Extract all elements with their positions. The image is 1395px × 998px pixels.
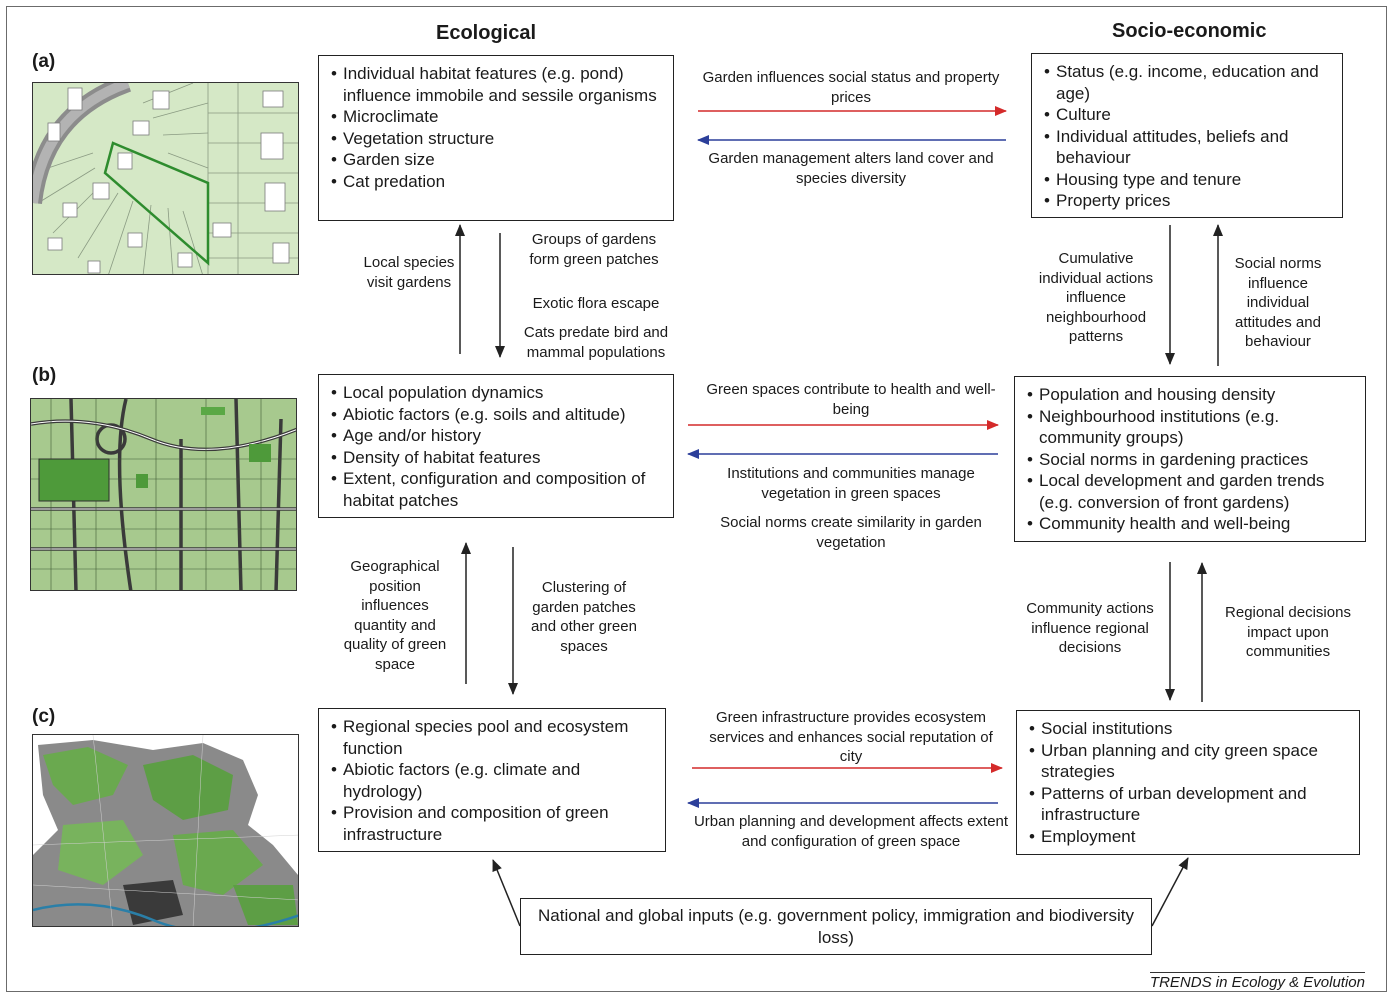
- label-regional-decisions: Regional decisions impact upon communiti…: [1225, 604, 1351, 660]
- label-clustering-patches: Clustering of garden patches and other g…: [531, 579, 637, 655]
- list-item: Provision and composition of green infra…: [331, 802, 655, 845]
- panel-label-a: (a): [32, 51, 56, 72]
- map-city-scale: [32, 734, 299, 927]
- box-soc-regional: Social institutions Urban planning and c…: [1016, 710, 1360, 855]
- journal-credit: TRENDS in Ecology & Evolution: [1149, 972, 1365, 991]
- label-community-actions: Community actions influence regional dec…: [1026, 600, 1154, 656]
- list-item: Local population dynamics: [331, 382, 663, 404]
- list-item: Regional species pool and ecosystem func…: [331, 716, 655, 759]
- list-item: Urban planning and city green space stra…: [1029, 740, 1349, 783]
- list-item: Social norms in gardening practices: [1027, 449, 1355, 471]
- list-item: Population and housing density: [1027, 384, 1355, 406]
- figure-frame: [6, 6, 1387, 992]
- list-item: Abiotic factors (e.g. soils and altitude…: [331, 404, 663, 426]
- list-item: Neighbourhood institutions (e.g. communi…: [1027, 406, 1355, 449]
- box-soc-neighbourhood: Population and housing density Neighbour…: [1014, 376, 1366, 542]
- heading-socio-economic: Socio-economic: [1112, 20, 1267, 42]
- map-garden-scale: [32, 82, 299, 275]
- list-item: Individual habitat features (e.g. pond) …: [331, 63, 663, 106]
- list-item: Cat predation: [331, 171, 663, 193]
- label-green-infrastructure: Green infrastructure provides ecosystem …: [709, 709, 993, 765]
- list-item: Extent, configuration and composition of…: [331, 468, 663, 511]
- label-garden-influences-status: Garden influences social status and prop…: [702, 69, 1000, 106]
- list-item: Social institutions: [1029, 718, 1349, 740]
- list-item: Vegetation structure: [331, 128, 663, 150]
- list-item: Housing type and tenure: [1044, 169, 1332, 191]
- label-local-species-visit: Local species visit gardens: [363, 254, 455, 291]
- label-social-norms-influence: Social norms influence individual attitu…: [1234, 255, 1322, 350]
- list-item: Individual attitudes, beliefs and behavi…: [1044, 126, 1332, 169]
- list-item: Status (e.g. income, education and age): [1044, 61, 1332, 104]
- list-item: Patterns of urban development and infras…: [1029, 783, 1349, 826]
- box-soc-individual: Status (e.g. income, education and age) …: [1031, 53, 1343, 218]
- list-item: Local development and garden trends (e.g…: [1027, 470, 1355, 513]
- list-item: Abiotic factors (e.g. climate and hydrol…: [331, 759, 655, 802]
- list-item: Employment: [1029, 826, 1349, 848]
- list-item: Garden size: [331, 149, 663, 171]
- list-item: Culture: [1044, 104, 1332, 126]
- label-geographical-position: Geographical position influences quantit…: [343, 558, 447, 673]
- label-garden-management: Garden management alters land cover and …: [708, 150, 994, 187]
- label-cumulative-actions: Cumulative individual actions influence …: [1038, 250, 1154, 345]
- list-item: Property prices: [1044, 190, 1332, 212]
- list-item: Age and/or history: [331, 425, 663, 447]
- list-item: Density of habitat features: [331, 447, 663, 469]
- map-neighbourhood-scale: [30, 398, 297, 591]
- box-eco-neighbourhood: Local population dynamics Abiotic factor…: [318, 374, 674, 518]
- box-eco-regional: Regional species pool and ecosystem func…: [318, 708, 666, 852]
- heading-ecological: Ecological: [436, 22, 537, 44]
- box-national-inputs: National and global inputs (e.g. governm…: [520, 898, 1152, 955]
- label-exotic-flora: Exotic flora escape: [532, 295, 660, 312]
- label-green-spaces-health: Green spaces contribute to health and we…: [706, 381, 996, 418]
- label-groups-of-gardens: Groups of gardens form green patches: [529, 231, 659, 268]
- panel-label-b: (b): [32, 365, 57, 386]
- label-institutions-manage: Institutions and communities manage vege…: [727, 465, 975, 502]
- label-urban-planning: Urban planning and development affects e…: [693, 813, 1009, 850]
- list-item: Microclimate: [331, 106, 663, 128]
- label-social-norms-similarity: Social norms create similarity in garden…: [720, 514, 982, 551]
- list-item: Community health and well-being: [1027, 513, 1355, 535]
- panel-label-c: (c): [32, 706, 56, 727]
- box-eco-garden: Individual habitat features (e.g. pond) …: [318, 55, 674, 221]
- label-cats-predate: Cats predate bird and mammal populations: [523, 324, 669, 361]
